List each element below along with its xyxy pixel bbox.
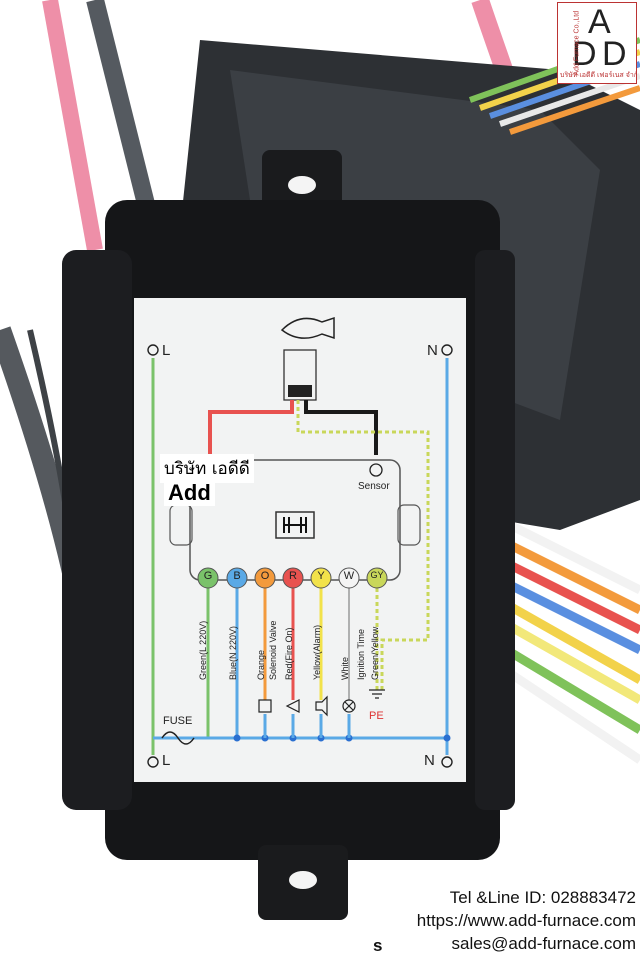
terminal-y: Y bbox=[317, 570, 325, 582]
terminal-l-bottom: L bbox=[162, 752, 171, 769]
wire-label: White bbox=[340, 656, 350, 680]
fire-on-icon bbox=[285, 699, 300, 713]
logo-sub-text: บริษัท เอดีดี เฟอร์เนส จำกัด bbox=[560, 72, 636, 79]
logo-letter-d1: D bbox=[572, 35, 597, 73]
wire-label: Green(L 220V) bbox=[198, 620, 208, 680]
terminal-l-top: L bbox=[162, 342, 171, 359]
company-logo: A D D Add Furnace Co.,Ltd บริษัท เอดีดี … bbox=[557, 2, 637, 84]
pink-cable-left bbox=[42, 0, 103, 252]
alarm-speaker-icon bbox=[315, 695, 328, 717]
sensor-label: Sensor bbox=[358, 481, 390, 492]
fuse-label: FUSE bbox=[163, 715, 193, 727]
wire-label: Blue(N 220V) bbox=[228, 625, 238, 680]
wire-label: Red(Fire On) bbox=[284, 627, 294, 680]
wire-label: Solenoid Valve bbox=[268, 620, 278, 680]
gray-cable-top bbox=[86, 0, 159, 223]
logo-letter-d2: D bbox=[602, 35, 627, 73]
terminal-o: O bbox=[260, 570, 270, 582]
ignition-lamp-icon bbox=[342, 699, 356, 713]
wire-label: Yellow(Alarm) bbox=[312, 624, 322, 680]
terminal-n-bottom: N bbox=[424, 752, 435, 769]
sensor-icon bbox=[369, 463, 383, 477]
wire-label: Green/Yellow bbox=[370, 626, 380, 680]
terminal-gy: GY bbox=[370, 570, 384, 580]
contact-website: https://www.add-furnace.com bbox=[416, 911, 636, 930]
terminal-g: G bbox=[203, 570, 213, 582]
terminal-w: W bbox=[343, 570, 355, 582]
pe-label: PE bbox=[369, 710, 384, 722]
terminal-n-top: N bbox=[427, 342, 438, 359]
wire-label: Ignition Time bbox=[356, 628, 366, 680]
thai-text-overlay: บริษัท เอดีดี bbox=[160, 454, 254, 483]
contact-tel: Tel &Line ID: 028883472 bbox=[449, 888, 636, 907]
logo-side-text: Add Furnace Co.,Ltd bbox=[573, 10, 581, 76]
contact-fragment: s bbox=[373, 936, 383, 955]
terminal-b: B bbox=[233, 570, 241, 582]
solenoid-valve-icon bbox=[258, 699, 272, 713]
logo-letter-a: A bbox=[588, 3, 611, 41]
ground-icon bbox=[369, 689, 385, 699]
wire-label: Orange bbox=[256, 649, 266, 680]
terminal-r: R bbox=[289, 570, 297, 582]
add-text-overlay: Add bbox=[164, 480, 215, 506]
fuse-icon bbox=[161, 731, 195, 745]
contact-email: sales@add-furnace.com bbox=[451, 934, 636, 953]
